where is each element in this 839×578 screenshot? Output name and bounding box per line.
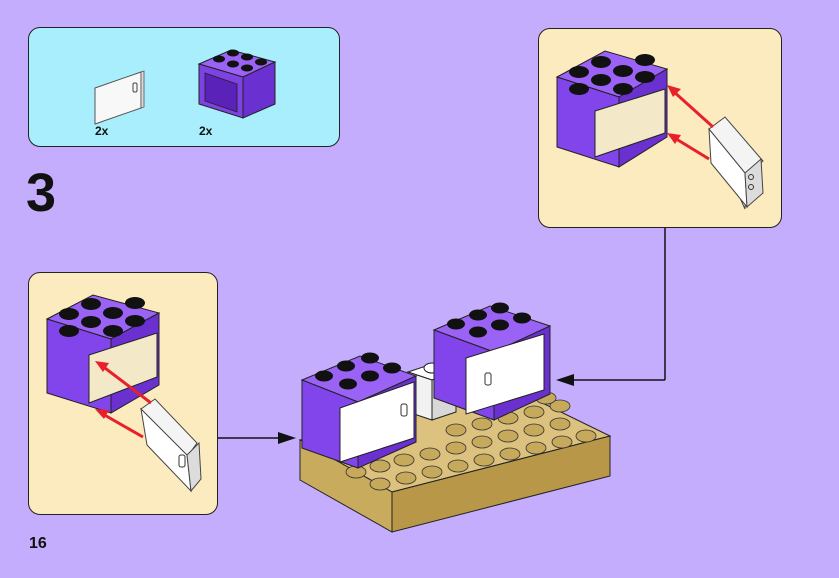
cupboard-brick-part: [197, 49, 277, 119]
door-panel-quantity: 2x: [95, 124, 109, 138]
callout-left-illustration: [45, 294, 202, 493]
page-number: 16: [29, 535, 47, 552]
callout-right-illustration: [555, 50, 764, 210]
plate-studs: [345, 391, 597, 491]
cupboard-brick-quantity: 2x: [199, 124, 213, 138]
attach-arrows: [667, 85, 715, 161]
left-callout-arrow: [218, 432, 296, 444]
attach-arrows: [95, 361, 152, 439]
cupboard-front: [300, 352, 418, 469]
parts-list-box: 2x 2x: [28, 27, 340, 147]
callout-right-door-attach: [538, 28, 782, 228]
callout-left-door-attach: [28, 272, 218, 515]
right-callout-arrow: [556, 228, 666, 386]
door-panel-part: [94, 70, 145, 125]
step-number: 3: [26, 163, 57, 223]
parts-list-illustration: [94, 49, 277, 125]
cupboard-back: [432, 302, 552, 421]
